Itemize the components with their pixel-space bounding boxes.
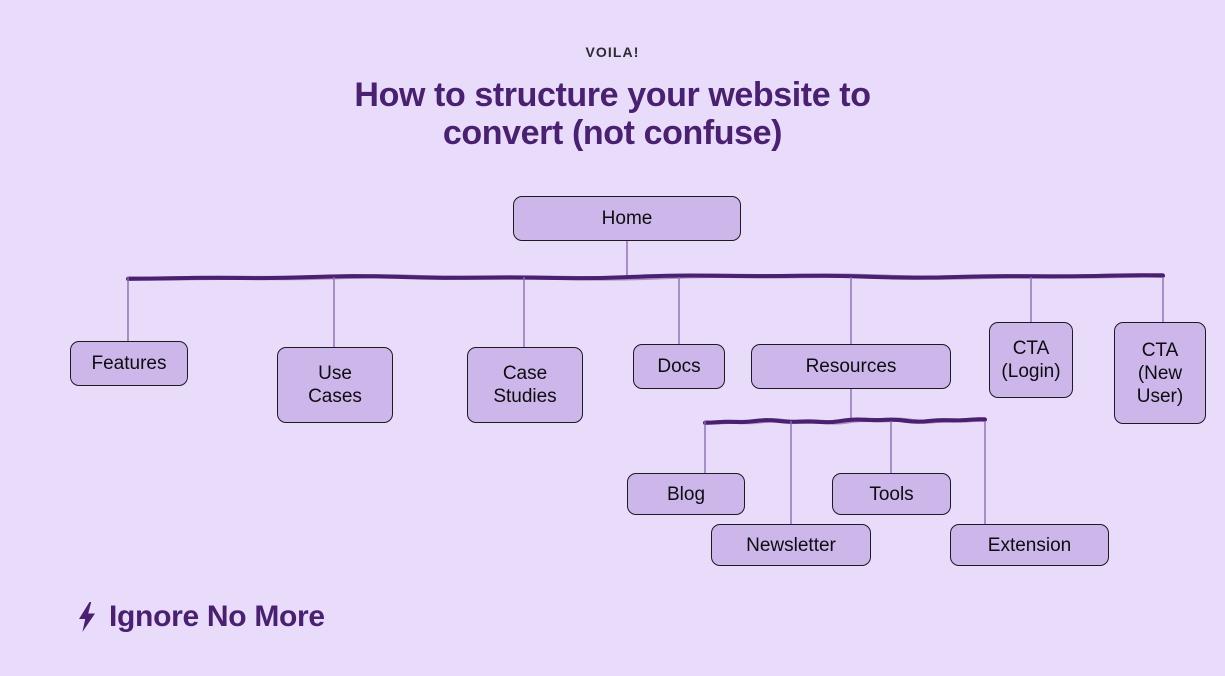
sitemap-node-label: Docs	[657, 356, 701, 377]
sitemap-node-case-studies[interactable]: Case Studies	[467, 347, 583, 423]
sitemap-node-blog[interactable]: Blog	[627, 473, 745, 515]
sitemap-node-label: Features	[91, 353, 167, 374]
sitemap-node-use-cases[interactable]: Use Cases	[277, 347, 393, 423]
page-title-line-1: How to structure your website to	[354, 76, 871, 114]
sitemap-node-label: CTA (New User)	[1136, 339, 1184, 407]
sitemap-node-cta-new-user[interactable]: CTA (New User)	[1114, 322, 1206, 424]
sitemap-node-label: Newsletter	[746, 534, 836, 556]
sitemap-node-tools[interactable]: Tools	[832, 473, 951, 515]
sitemap-node-label: CTA (Login)	[1001, 338, 1061, 382]
sitemap-node-label: Blog	[666, 483, 706, 505]
sitemap-node-newsletter[interactable]: Newsletter	[711, 524, 871, 566]
sitemap-node-resources[interactable]: Resources	[751, 344, 951, 389]
sitemap-node-label: Tools	[869, 483, 914, 505]
sitemap-node-home[interactable]: Home	[513, 196, 741, 241]
page-title-line-2: convert (not confuse)	[442, 114, 783, 152]
sitemap-node-label: Case Studies	[493, 363, 557, 407]
footer-brand: Ignore No More	[76, 600, 325, 634]
sitemap-node-label: Use Cases	[308, 363, 362, 407]
sitemap-node-label: Home	[601, 208, 653, 229]
sitemap-node-cta-login[interactable]: CTA (Login)	[989, 322, 1073, 398]
page-title: How to structure your website to convert…	[0, 76, 1225, 152]
sitemap-node-extension[interactable]: Extension	[950, 524, 1109, 566]
lightning-bolt-icon	[79, 602, 95, 632]
sitemap-node-features[interactable]: Features	[70, 341, 188, 386]
main-rail	[126, 273, 1165, 281]
sitemap-node-label: Resources	[805, 356, 897, 377]
footer-label: Ignore No More	[109, 600, 325, 633]
sitemap-node-docs[interactable]: Docs	[633, 344, 725, 389]
eyebrow-text: VOILA!	[585, 44, 640, 60]
resources-sub-rail	[703, 417, 987, 425]
sitemap-node-label: Extension	[987, 534, 1072, 556]
